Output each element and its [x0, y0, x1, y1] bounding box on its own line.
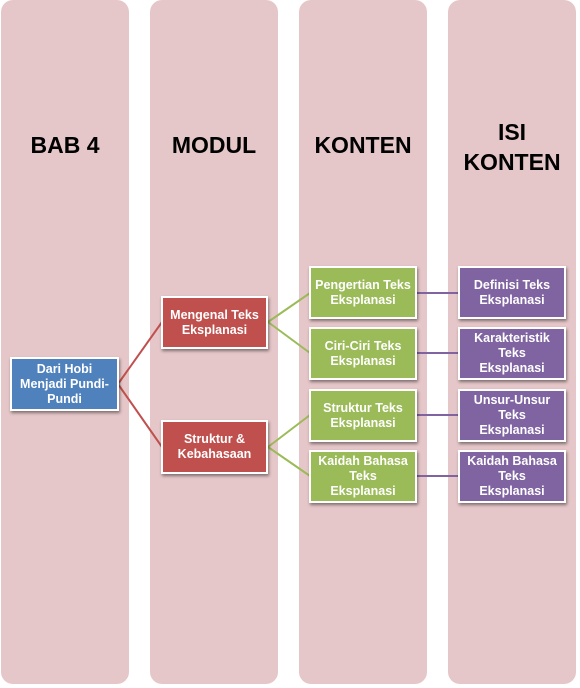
content-node-ciri-ciri[interactable]: Ciri-Ciri Teks Eksplanasi — [309, 327, 417, 380]
connector-root-module-1 — [117, 321, 163, 385]
content-node-struktur[interactable]: Struktur Teks Eksplanasi — [309, 389, 417, 442]
module-node-struktur[interactable]: Struktur & Kebahasaan — [161, 420, 268, 474]
detail-node-kaidah[interactable]: Kaidah Bahasa Teks Eksplanasi — [458, 450, 566, 503]
connector-module-1-content-1 — [267, 292, 311, 323]
column-title-isi-konten: ISI KONTEN — [463, 119, 561, 175]
detail-node-unsur[interactable]: Unsur-Unsur Teks Eksplanasi — [458, 389, 566, 442]
column-bab: BAB 4 — [1, 0, 129, 684]
root-node[interactable]: Dari Hobi Menjadi Pundi-Pundi — [10, 357, 119, 411]
connector-root-module-2 — [117, 383, 163, 448]
detail-node-karakteristik[interactable]: Karakteristik Teks Eksplanasi — [458, 327, 566, 380]
connector-module-2-content-1 — [267, 414, 311, 448]
column-title-bab: BAB 4 — [30, 132, 100, 158]
detail-node-definisi[interactable]: Definisi Teks Eksplanasi — [458, 266, 566, 319]
content-node-pengertian[interactable]: Pengertian Teks Eksplanasi — [309, 266, 417, 319]
connector-module-1-content-2 — [267, 321, 311, 354]
connector-module-2-content-2 — [267, 446, 311, 477]
column-title-modul: MODUL — [171, 132, 257, 158]
column-title-konten: KONTEN — [314, 132, 412, 158]
content-node-kaidah[interactable]: Kaidah Bahasa Teks Eksplanasi — [309, 450, 417, 503]
module-node-mengenal[interactable]: Mengenal Teks Eksplanasi — [161, 296, 268, 349]
